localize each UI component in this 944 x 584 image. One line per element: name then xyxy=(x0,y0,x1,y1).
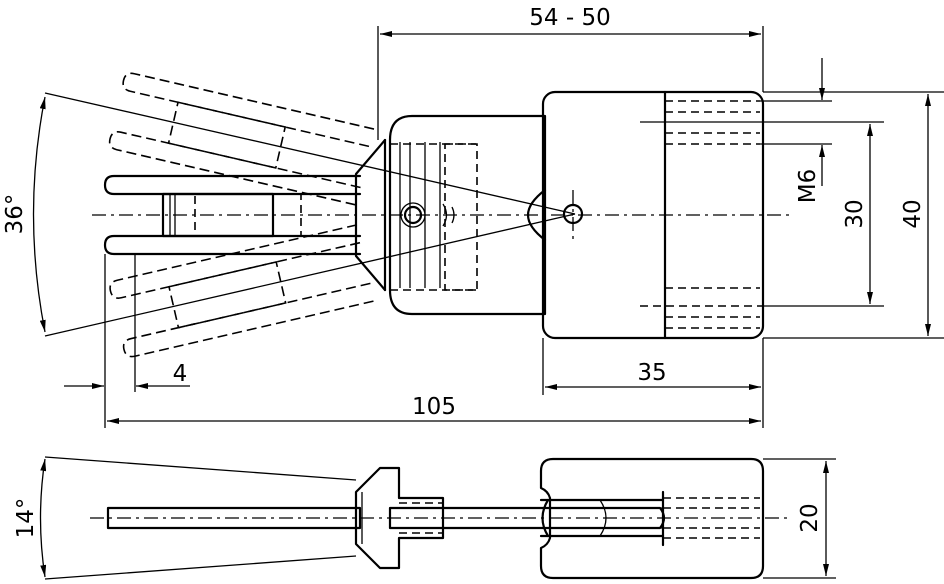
dim-jaw-offset: 4 xyxy=(64,254,190,428)
label-angle-top: 36° xyxy=(2,194,28,235)
hub xyxy=(354,114,547,316)
pivot-pin xyxy=(403,205,423,225)
top-view: 54 - 50 M6 30 40 36° xyxy=(2,5,944,428)
dim-height-outer: 40 xyxy=(900,94,931,336)
main-block xyxy=(526,90,765,340)
side-t-head xyxy=(354,466,445,570)
label-height-outer: 40 xyxy=(900,199,926,228)
swing-line-upper xyxy=(44,92,576,215)
dim-top-width: 54 - 50 xyxy=(377,5,764,140)
side-view: 14° 20 xyxy=(13,456,836,580)
label-overall-length: 105 xyxy=(412,394,456,420)
phantom-lower xyxy=(108,72,375,206)
dim-height-inner: 30 xyxy=(842,124,873,304)
label-angle-bottom: 14° xyxy=(13,498,39,539)
label-jaw-offset: 4 xyxy=(173,361,188,387)
swing-line-lower xyxy=(44,213,576,337)
dim-thread: M6 xyxy=(760,58,832,203)
label-top-width: 54 - 50 xyxy=(529,5,610,31)
side-rod xyxy=(106,506,362,530)
dim-body-width: 35 xyxy=(542,338,764,428)
label-body-width: 35 xyxy=(637,360,666,386)
label-height-inner: 30 xyxy=(842,199,868,228)
label-thread: M6 xyxy=(795,169,821,203)
dim-thickness: 20 xyxy=(763,458,836,579)
label-thickness: 20 xyxy=(797,503,823,532)
fork xyxy=(103,174,362,256)
side-block xyxy=(539,457,765,580)
dim-overall-length: 105 xyxy=(107,394,761,424)
dim-angle-bottom: 14° xyxy=(13,458,47,578)
dim-angle-top: 36° xyxy=(2,96,46,333)
phantom-upper xyxy=(109,224,375,358)
